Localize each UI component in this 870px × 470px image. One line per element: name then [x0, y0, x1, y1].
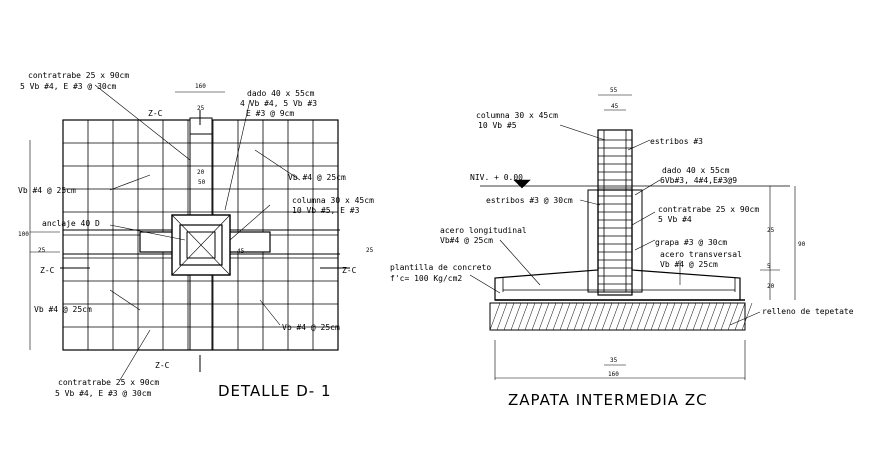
- column-stirrups: [598, 139, 632, 285]
- section-dim-25: 25: [767, 227, 775, 234]
- relleno-hatch-line: [489, 302, 501, 331]
- section-dim-5: 5: [767, 263, 771, 270]
- section-label-dado-1: dado 40 x 55cm: [662, 166, 730, 175]
- section-title: ZAPATA INTERMEDIA ZC: [508, 391, 708, 409]
- relleno-hatch-line: [517, 302, 529, 331]
- section-label-acero-long-1: acero longitudinal: [440, 226, 527, 235]
- plan-title: DETALLE D- 1: [218, 382, 332, 400]
- rebar-mesh: [63, 120, 338, 350]
- plan-label-vb-bottom-left: Vb #4 @ 25cm: [34, 305, 92, 314]
- relleno-hatch: [489, 302, 753, 331]
- relleno-hatch-line: [510, 302, 522, 331]
- section-label-dado-2: 6Vb#3, 4#4,E#3@9: [660, 176, 737, 185]
- relleno-hatch-line: [552, 302, 564, 331]
- relleno-hatch-line: [734, 302, 746, 331]
- relleno-hatch-line: [524, 302, 536, 331]
- section-label-estribos-top: estribos #3: [650, 137, 703, 146]
- section-label-estribos-bot: estribos #3 @ 30cm: [486, 196, 573, 205]
- plan-label-contratrabe-bot-2: 5 Vb #4, E #3 @ 30cm: [55, 389, 152, 398]
- relleno-hatch-line: [678, 302, 690, 331]
- relleno-hatch-line: [629, 302, 641, 331]
- relleno-hatch-line: [594, 302, 606, 331]
- plan-label-contratrabe-bot-1: contratrabe 25 x 90cm: [58, 378, 159, 387]
- section-label-acero-trans-1: acero transversal: [660, 250, 742, 259]
- plan-dim-100: 100: [18, 231, 29, 238]
- relleno-hatch-line: [664, 302, 676, 331]
- plan-detail: [29, 84, 350, 381]
- relleno-hatch-line: [573, 302, 585, 331]
- plan-label-dado-2: 4 Vb #4, 5 Vb #3: [240, 99, 317, 108]
- relleno-hatch-line: [685, 302, 697, 331]
- relleno-band: [489, 302, 746, 331]
- plan-label-vb-right-top: Vb #4 @ 25cm: [288, 173, 346, 182]
- plan-label-vb-bottom-right: Vb #4 @ 25cm: [282, 323, 340, 332]
- relleno-hatch-line: [692, 302, 704, 331]
- section-label-contratrabe-1: contratrabe 25 x 90cm: [658, 205, 759, 214]
- plan-label-columna-1: columna 30 x 45cm: [292, 196, 374, 205]
- section-dim-35: 35: [610, 357, 618, 364]
- relleno-hatch-line: [566, 302, 578, 331]
- relleno-hatch-line: [559, 302, 571, 331]
- plan-label-dado-3: E #3 @ 9cm: [246, 109, 294, 118]
- relleno-hatch-line: [713, 302, 725, 331]
- plan-dim-20: 20: [197, 169, 205, 176]
- relleno-hatch-line: [545, 302, 557, 331]
- relleno-hatch-line: [615, 302, 627, 331]
- section-label-relleno: relleno de tepetate: [762, 307, 854, 316]
- relleno-hatch-line: [657, 302, 669, 331]
- section-dim-55: 55: [610, 87, 618, 94]
- relleno-hatch-line: [538, 302, 550, 331]
- relleno-hatch-line: [720, 302, 732, 331]
- section-dim-45: 45: [611, 103, 619, 110]
- section-label-plantilla-2: f'c= 100 Kg/cm2: [390, 274, 462, 283]
- relleno-hatch-line: [503, 302, 515, 331]
- relleno-hatch-line: [671, 302, 683, 331]
- plan-dim-25c: 25: [366, 247, 374, 254]
- relleno-hatch-line: [496, 302, 508, 331]
- relleno-hatch-line: [727, 302, 739, 331]
- relleno-hatch-line: [580, 302, 592, 331]
- section-dim-90: 90: [798, 241, 806, 248]
- section-dim-160: 160: [608, 371, 619, 378]
- plan-label-zc-right: Z-C: [342, 266, 357, 275]
- relleno-hatch-line: [650, 302, 662, 331]
- section-label-columna-1: columna 30 x 45cm: [476, 111, 558, 120]
- plan-dim-25b: 25: [38, 247, 46, 254]
- section-label-columna-2: 10 Vb #5: [478, 121, 517, 130]
- plan-label-anclaje: anclaje 40 D: [42, 219, 100, 228]
- section-detail: [469, 94, 796, 380]
- section-label-contratrabe-2: 5 Vb #4: [658, 215, 692, 224]
- plan-label-zc-top: Z-C: [148, 109, 163, 118]
- plan-label-zc-bottom: Z-C: [155, 361, 170, 370]
- plan-label-contratrabe-top-2: 5 Vb #4, E #3 @ 30cm: [20, 82, 117, 91]
- plan-label-zc-left: Z-C: [40, 266, 55, 275]
- relleno-hatch-line: [587, 302, 599, 331]
- plan-label-vb-left: Vb #4 @ 25cm: [18, 186, 76, 195]
- relleno-hatch-line: [601, 302, 613, 331]
- relleno-hatch-line: [741, 302, 753, 331]
- relleno-hatch-line: [608, 302, 620, 331]
- relleno-hatch-line: [622, 302, 634, 331]
- relleno-hatch-line: [699, 302, 711, 331]
- plan-dim-25a: 25: [197, 105, 205, 112]
- section-label-acero-long-2: Vb#4 @ 25cm: [440, 236, 493, 245]
- relleno-hatch-line: [643, 302, 655, 331]
- plan-dim-160: 160: [195, 83, 206, 90]
- plan-label-dado-1: dado 40 x 55cm: [247, 89, 315, 98]
- plan-dim-50: 50: [198, 179, 206, 186]
- plan-label-columna-2: 10 Vb #5, E #3: [292, 206, 360, 215]
- relleno-hatch-line: [706, 302, 718, 331]
- section-label-level: NIV. + 0.00: [470, 173, 523, 182]
- relleno-hatch-line: [531, 302, 543, 331]
- section-label-grapa: grapa #3 @ 30cm: [655, 238, 727, 247]
- relleno-hatch-line: [636, 302, 648, 331]
- section-label-acero-trans-2: Vb #4 @ 25cm: [660, 260, 718, 269]
- plan-label-contratrabe-top-1: contratrabe 25 x 90cm: [28, 71, 129, 80]
- plan-dim-45: 45: [237, 248, 245, 255]
- section-dim-20: 20: [767, 283, 775, 290]
- section-label-plantilla-1: plantilla de concreto: [390, 263, 491, 272]
